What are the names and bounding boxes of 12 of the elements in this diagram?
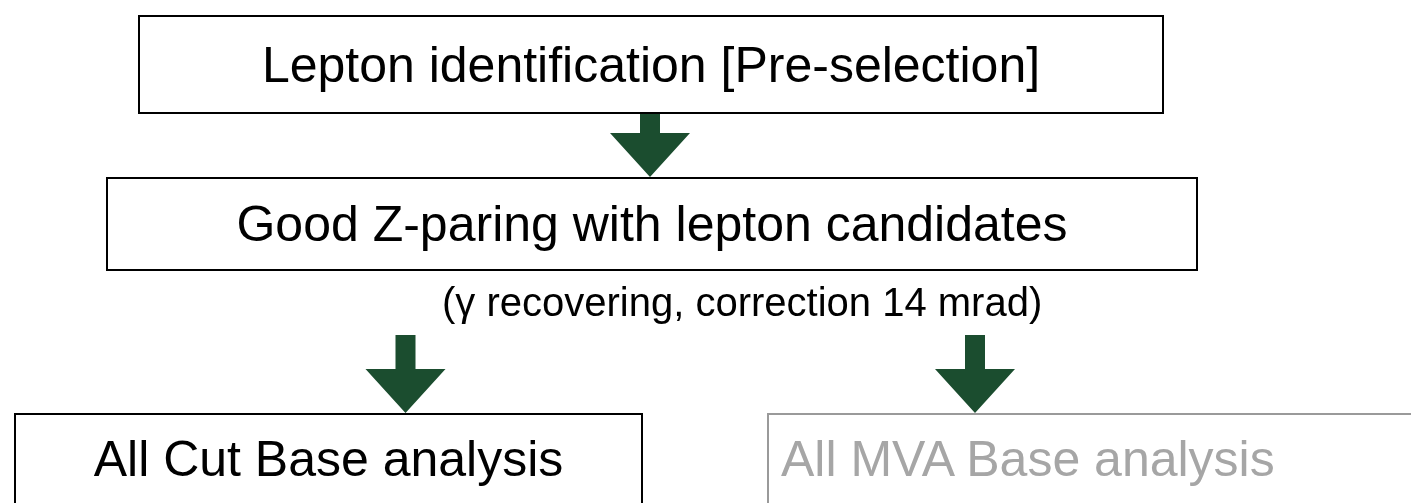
process-box (767, 413, 1411, 503)
box-label: All MVA Base analysis (781, 430, 1275, 488)
box-label: All Cut Base analysis (93, 430, 564, 488)
process-box (138, 15, 1164, 114)
arrow (935, 335, 1015, 413)
box-label: Lepton identification [Pre-selection] (261, 35, 1041, 94)
process-box (106, 177, 1198, 271)
arrow (365, 335, 446, 413)
box-label: Good Z-paring with lepton candidates (236, 195, 1068, 253)
process-box (14, 413, 643, 503)
arrow (610, 113, 690, 177)
annotation-text: (γ recovering, correction 14 mrad) (442, 280, 1043, 325)
